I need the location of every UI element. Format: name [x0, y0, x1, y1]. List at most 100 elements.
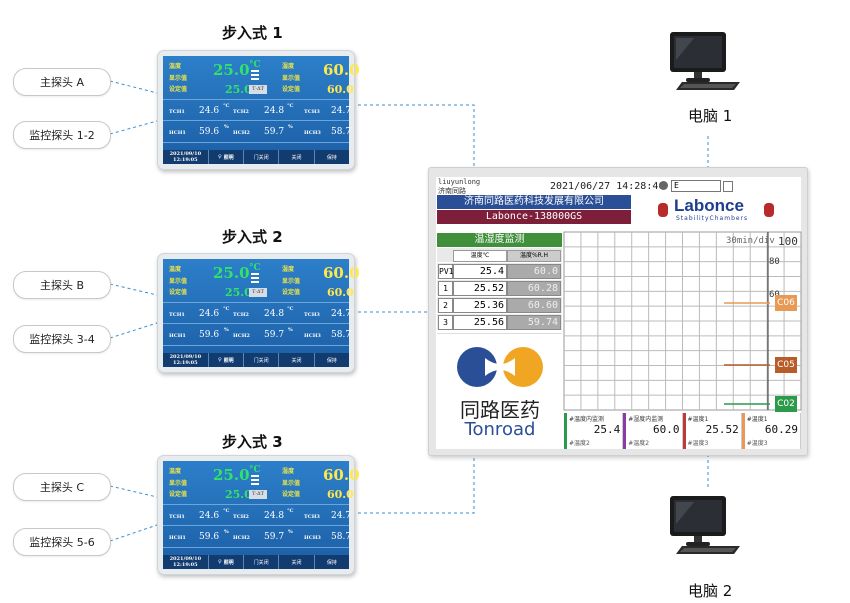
- humid-set-label: 设定值: [282, 491, 301, 498]
- mode-chip[interactable]: T·ΔT: [249, 288, 267, 297]
- tch3-value: 24.7: [331, 309, 352, 319]
- hch1-unit: %: [224, 124, 229, 130]
- bulb-icon: ♀: [217, 154, 222, 160]
- tag-c05[interactable]: C05: [775, 357, 797, 373]
- row-temp: 25.4: [453, 264, 507, 279]
- display-label: 显示值: [169, 278, 188, 285]
- row-humid: 60.28: [507, 281, 561, 296]
- humid-display-label: 显示值: [282, 278, 301, 285]
- tch1-value: 24.6: [199, 106, 220, 116]
- paperless-recorder: liuyunlong 济南同路 2021/06/27 14:28:46 E 济南…: [428, 167, 808, 456]
- hold-button[interactable]: 保持: [326, 154, 337, 161]
- bulb-icon: ♀: [217, 357, 222, 363]
- hch2-label: HCH2: [233, 130, 250, 136]
- logo-en: Tonroad: [464, 419, 536, 440]
- hmi-screen: 温度 显示值 设定值 25.0 °C 25.0 T·ΔT 湿度 显示值 设定值 …: [163, 461, 360, 569]
- hmi-panel-1: 温度 显示值 设定值 25.0 °C 25.0 T·ΔT 湿度 显示值 设定值 …: [157, 50, 360, 170]
- tch2-unit: °C: [287, 306, 294, 312]
- hch2-value: 59.7: [264, 532, 285, 542]
- temp-set-value: 25.0: [225, 286, 252, 299]
- hold-button[interactable]: 保持: [326, 357, 337, 364]
- tch2-value: 24.8: [264, 511, 285, 521]
- off-button[interactable]: 关闭: [279, 150, 315, 164]
- hch1-value: 59.6: [199, 330, 220, 340]
- light-button[interactable]: ♀照明: [209, 555, 244, 569]
- hch2-label: HCH2: [233, 535, 250, 541]
- readout-value: 25.4: [593, 423, 621, 436]
- col-humid: 温度%R.H: [507, 250, 561, 262]
- readout-sub: #温度2: [628, 440, 650, 447]
- temp-set-value: 25.0: [225, 83, 252, 96]
- readout-label: #温度1: [687, 416, 709, 423]
- display-label: 显示值: [169, 75, 188, 82]
- row-humid: 60.60: [507, 298, 561, 313]
- tag-c06[interactable]: C06: [775, 295, 797, 311]
- hmi-screen: 温度 显示值 设定值 25.0 °C 25.0 T·ΔT 湿度 显示值 设定值 …: [163, 259, 360, 367]
- hch1-label: HCH1: [169, 535, 186, 541]
- table-header: 温度℃ 温度%R.H: [437, 248, 562, 262]
- hch1-value: 59.6: [199, 532, 220, 542]
- brand-mark-left-icon: [658, 203, 668, 217]
- light-button[interactable]: ♀照明: [209, 353, 244, 367]
- door-button[interactable]: 门关闭: [244, 353, 280, 367]
- humid-display-value: 60.0: [323, 264, 360, 282]
- tch3-label: TCH3: [304, 514, 320, 520]
- computer-2-icon: [670, 496, 740, 554]
- tag-c02[interactable]: C02: [775, 396, 797, 412]
- chart-scale-label: 30min/div: [726, 236, 775, 246]
- set-label: 设定值: [169, 491, 188, 498]
- readout-label: #温度内监测: [569, 416, 605, 423]
- hch3-label: HCH3: [304, 130, 321, 136]
- humid-display-label: 显示值: [282, 480, 301, 487]
- model-banner: Labonce-138000GS: [437, 210, 631, 224]
- tch2-value: 24.8: [264, 106, 285, 116]
- hch2-unit: %: [288, 327, 293, 333]
- temp-unit: °C: [249, 465, 261, 475]
- unit-2-title: 步入式 2: [222, 228, 283, 246]
- set-label: 设定值: [169, 289, 188, 296]
- readout-value: 25.52: [705, 423, 739, 436]
- tch2-unit: °C: [287, 103, 294, 109]
- temp-display-value: 25.0: [213, 264, 250, 282]
- hch3-value: 58.7: [331, 127, 352, 137]
- hch1-unit: %: [224, 327, 229, 333]
- org-short: 济南同路: [438, 187, 466, 195]
- row-temp: 25.56: [453, 315, 507, 330]
- tch3-value: 24.7: [331, 511, 352, 521]
- row-temp: 25.52: [453, 281, 507, 296]
- hmi-panel-3: 温度 显示值 设定值 25.0 °C 25.0 T·ΔT 湿度 显示值 设定值 …: [157, 455, 360, 575]
- off-button[interactable]: 关闭: [279, 353, 315, 367]
- hch2-unit: %: [288, 124, 293, 130]
- drive-field[interactable]: E: [671, 180, 721, 192]
- hold-button[interactable]: 保持: [326, 559, 337, 566]
- light-button[interactable]: ♀照明: [209, 150, 244, 164]
- hch3-label: HCH3: [304, 535, 321, 541]
- mode-chip[interactable]: T·ΔT: [249, 490, 267, 499]
- bulb-icon: ♀: [217, 559, 222, 565]
- mode-chip[interactable]: T·ΔT: [249, 85, 267, 94]
- readout-value: 60.29: [764, 423, 798, 436]
- temp-unit: °C: [249, 263, 261, 273]
- row-label: PV1: [438, 264, 453, 279]
- tch1-value: 24.6: [199, 511, 220, 521]
- off-button[interactable]: 关闭: [279, 555, 315, 569]
- hmi-screen: 温度 显示值 设定值 25.0 °C 25.0 T·ΔT 湿度 显示值 设定值 …: [163, 56, 360, 164]
- temp-label: 温度: [169, 468, 182, 475]
- door-button[interactable]: 门关闭: [244, 150, 280, 164]
- brand-name: Labonce: [674, 196, 744, 215]
- user-name: liuyunlong: [438, 178, 481, 186]
- door-button[interactable]: 门关闭: [244, 555, 280, 569]
- monitor-probe-1-2-label: 监控探头 1-2: [13, 121, 111, 149]
- temp-set-value: 25.0: [225, 488, 252, 501]
- tch1-label: TCH1: [169, 514, 185, 520]
- computer-2-label: 电脑 2: [688, 582, 733, 600]
- brand-subtitle: StabilityChambers: [676, 215, 749, 222]
- folder-icon[interactable]: [723, 181, 733, 192]
- tch3-value: 24.7: [331, 106, 352, 116]
- tonroad-logo: 同路医药 Tonroad: [437, 333, 562, 449]
- readout-label: #温度1: [746, 416, 768, 423]
